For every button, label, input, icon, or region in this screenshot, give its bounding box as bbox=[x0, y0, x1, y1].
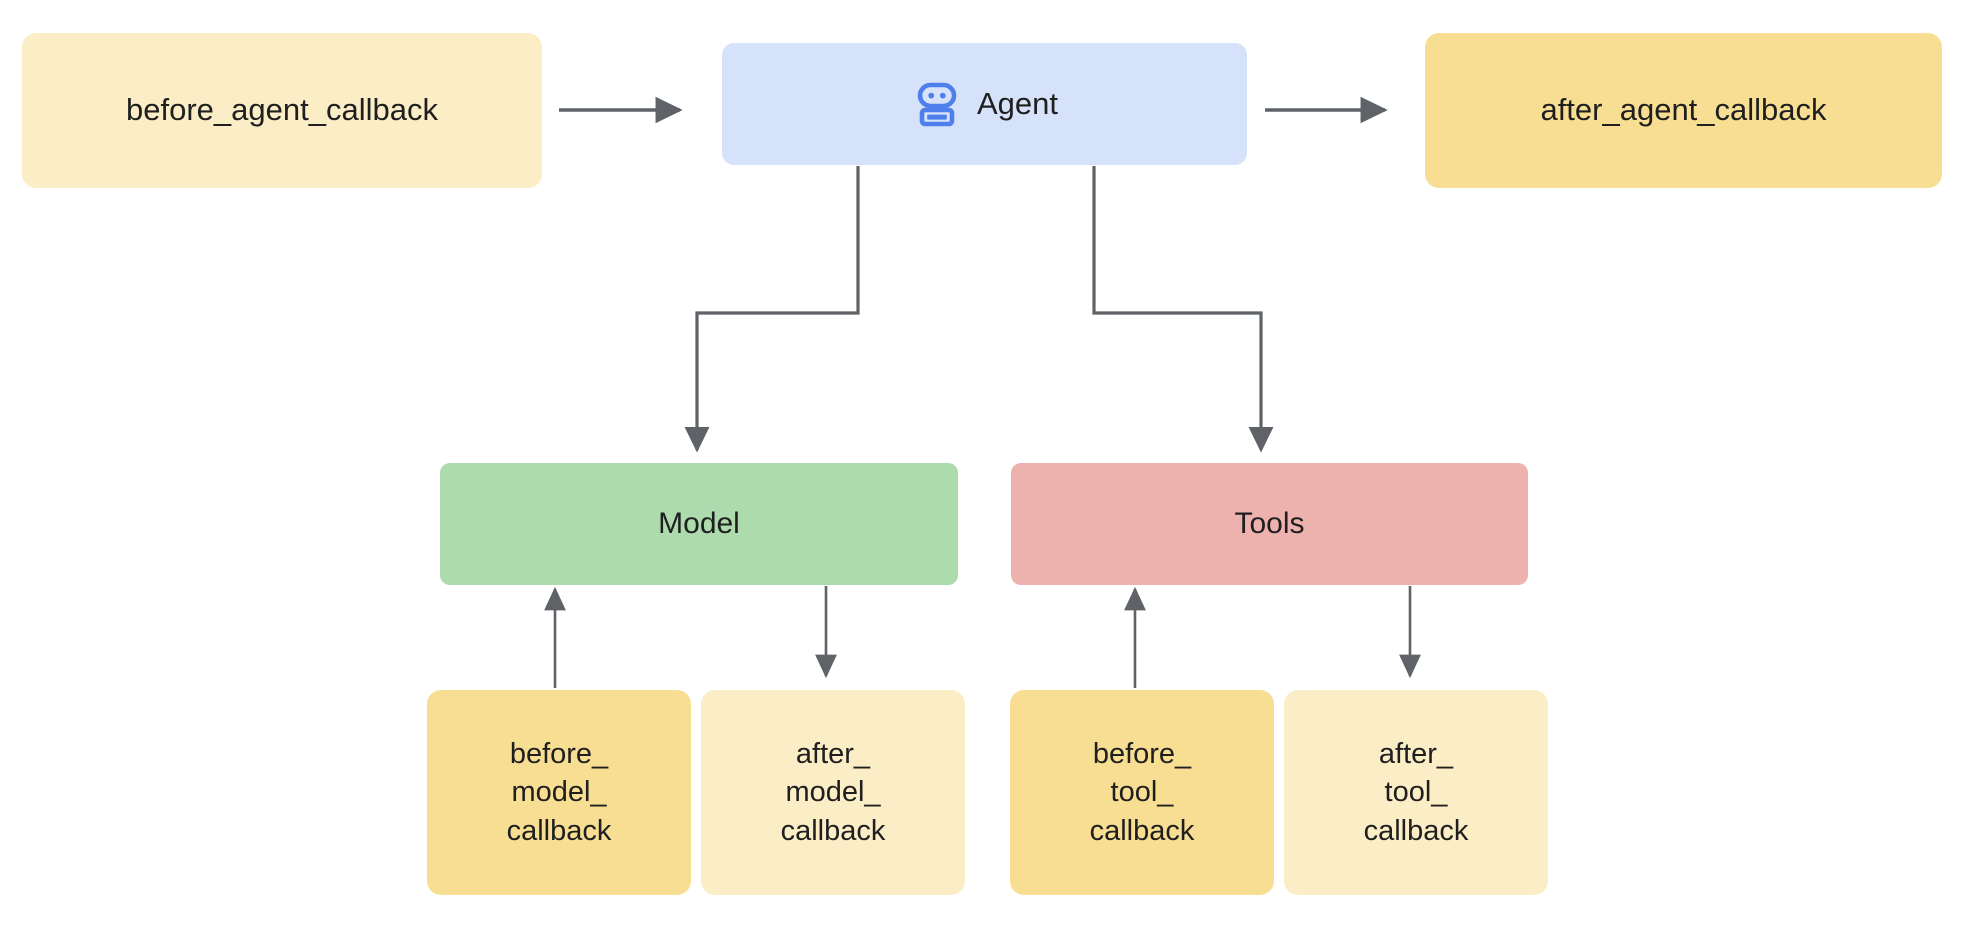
node-model-label: Model bbox=[658, 507, 740, 541]
node-tools[interactable]: Tools bbox=[1011, 463, 1528, 585]
node-after-tool-callback-label: after_ tool_ callback bbox=[1363, 738, 1469, 847]
robot-icon bbox=[911, 78, 963, 130]
node-tools-label: Tools bbox=[1234, 507, 1305, 541]
node-after-agent-callback-label: after_agent_callback bbox=[1540, 92, 1827, 128]
node-before-tool-callback[interactable]: before_ tool_ callback bbox=[1010, 690, 1274, 895]
node-before-agent-callback-label: before_agent_callback bbox=[126, 92, 438, 128]
node-model[interactable]: Model bbox=[440, 463, 958, 585]
node-before-model-callback[interactable]: before_ model_ callback bbox=[427, 690, 691, 895]
node-after-tool-callback[interactable]: after_ tool_ callback bbox=[1284, 690, 1548, 895]
edge-agent-to-tools bbox=[1092, 166, 1274, 453]
node-agent[interactable]: Agent bbox=[722, 43, 1247, 165]
node-after-model-callback-label: after_ model_ callback bbox=[780, 738, 886, 847]
node-after-model-callback[interactable]: after_ model_ callback bbox=[701, 690, 965, 895]
edge-agent-to-model bbox=[684, 166, 860, 453]
node-before-agent-callback[interactable]: before_agent_callback bbox=[22, 33, 542, 188]
node-agent-label: Agent bbox=[976, 85, 1058, 121]
node-after-agent-callback[interactable]: after_agent_callback bbox=[1425, 33, 1942, 188]
node-before-tool-callback-label: before_ tool_ callback bbox=[1089, 738, 1195, 847]
node-before-model-callback-label: before_ model_ callback bbox=[506, 738, 612, 847]
